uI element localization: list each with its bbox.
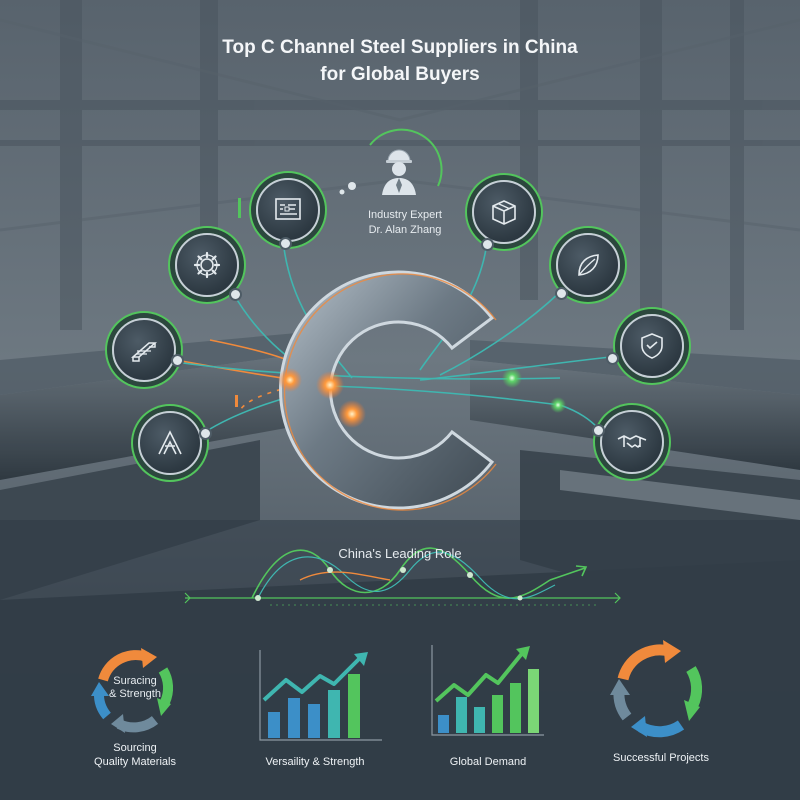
leaf-icon	[578, 254, 599, 276]
handshake-icon	[617, 435, 647, 448]
leaf-node[interactable]	[556, 233, 620, 297]
sourcing-caption: Sourcing Quality Materials	[94, 742, 176, 768]
page-title-line-2: for Global Buyers	[320, 64, 480, 85]
wave-label: China's Leading Role	[338, 546, 462, 561]
package-box-icon	[492, 200, 516, 225]
shield-icon	[641, 333, 663, 359]
sourcing-cycle-icon	[91, 648, 174, 733]
projects-cycle-icon	[610, 640, 703, 738]
shield-node-connector	[606, 352, 619, 365]
projects-caption: Successful Projects	[613, 752, 709, 764]
hardhat-person-icon	[382, 149, 416, 195]
gear-icon	[193, 251, 221, 279]
structure-node[interactable]	[138, 411, 202, 475]
box-node-connector	[481, 238, 494, 251]
shield-node[interactable]	[620, 314, 684, 378]
versatility-caption: Versaility & Strength	[265, 756, 365, 768]
expert-role: Industry Expert	[368, 209, 442, 221]
leaf-node-connector	[555, 287, 568, 300]
structure-node-connector	[199, 427, 212, 440]
box-node[interactable]	[472, 180, 536, 244]
global-demand-caption: Global Demand	[449, 756, 527, 768]
gear-node-connector	[229, 288, 242, 301]
versatility-growth-chart	[259, 650, 382, 741]
gear-node[interactable]	[175, 233, 239, 297]
expert-avatar	[378, 145, 420, 197]
steel-profile-icon	[131, 342, 157, 362]
steel-profile-node-connector	[171, 354, 184, 367]
global-demand-chart	[431, 645, 544, 736]
sourcing-inner-label: Suracing & Strength	[109, 675, 161, 700]
handshake-node[interactable]	[600, 410, 664, 474]
page-title-line-1: Top C Channel Steel Suppliers in China	[222, 37, 578, 58]
blueprint-icon	[275, 198, 301, 220]
blueprint-node-connector	[279, 237, 292, 250]
blueprint-node[interactable]	[256, 178, 320, 242]
handshake-node-connector	[592, 424, 605, 437]
truss-structure-icon	[158, 430, 182, 455]
steel-profile-node[interactable]	[112, 318, 176, 382]
expert-name: Dr. Alan Zhang	[368, 224, 442, 236]
